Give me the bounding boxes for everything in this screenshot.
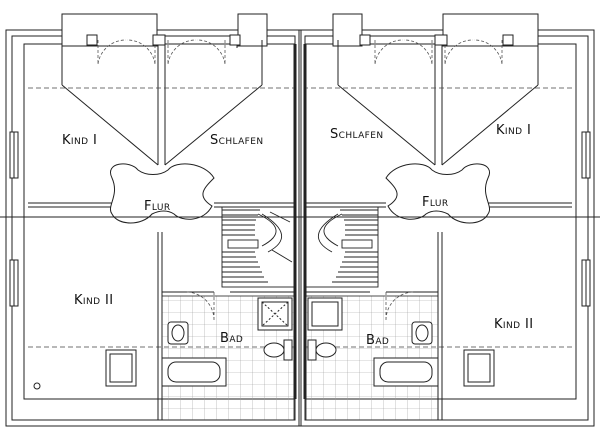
room-labels: Kind I Schlafen Flur Kind II Bad Schlafe… — [62, 123, 533, 348]
room-label-kind-2-left: Kind II — [74, 293, 113, 308]
roof-slopes — [61, 40, 263, 166]
right-house — [298, 13, 595, 427]
dormer-door-swings — [97, 39, 226, 65]
left-house — [5, 13, 302, 427]
party-wall — [295, 44, 305, 399]
room-label-flur-right: Flur — [422, 195, 448, 210]
room-label-kind-1-left: Kind I — [62, 133, 97, 148]
room-label-kind-1-right: Kind I — [496, 123, 531, 138]
toilet — [263, 339, 293, 361]
stairs — [221, 206, 295, 288]
room-label-schlafen-right: Schlafen — [330, 127, 383, 142]
shower — [257, 297, 293, 331]
washbasin — [167, 321, 189, 345]
corner-marker — [33, 382, 41, 390]
flur-landing — [110, 163, 215, 224]
wall-markers — [86, 34, 241, 46]
room-label-flur-left: Flur — [144, 199, 170, 214]
room-label-kind-2-right: Kind II — [494, 317, 533, 332]
room-label-bad-left: Bad — [220, 331, 243, 346]
dashed-eave-lines — [28, 87, 294, 348]
bathtub — [161, 357, 227, 387]
room-label-schlafen-left: Schlafen — [210, 133, 263, 148]
window — [9, 131, 19, 307]
bad-door-swing — [185, 291, 215, 321]
room-label-bad-right: Bad — [366, 333, 389, 348]
skylight — [105, 349, 137, 387]
